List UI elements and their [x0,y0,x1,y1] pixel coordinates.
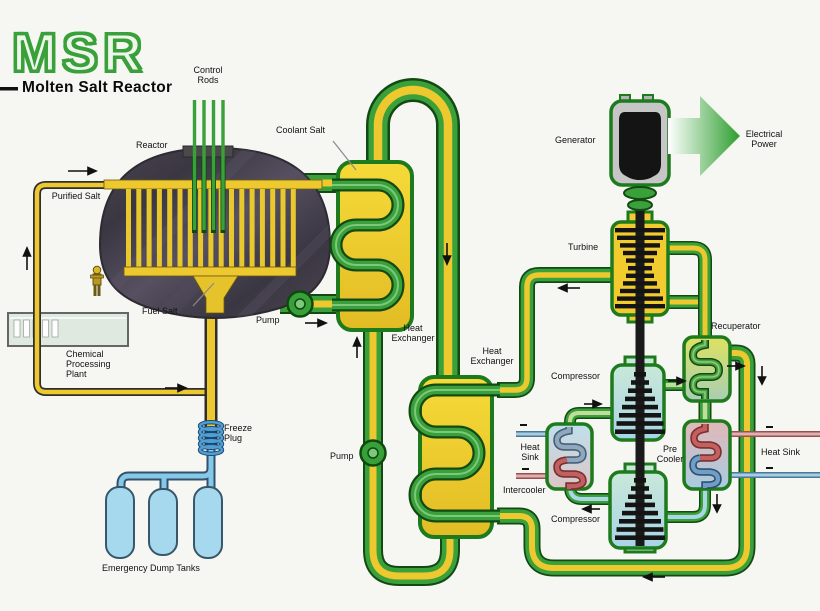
generator-body [609,94,671,187]
gas-return-pipe [497,344,756,577]
primary-pump-icon [286,290,314,318]
label-generator: Generator [555,135,596,145]
heat-exchanger-primary-coil [329,178,405,312]
label-coolant-salt: Coolant Salt [276,125,326,135]
page-title: Molten Salt Reactor [22,79,173,96]
flow-arrows [22,166,773,582]
compressor-low-blades [615,478,665,540]
label-turbine: Turbine [568,242,599,252]
label-reactor: Reactor [136,140,168,150]
scale-person-icon [90,265,104,296]
precooler-compressor-pipe [662,484,711,523]
heat-exchanger-secondary-coil [408,383,500,523]
intercooler-coil [553,427,587,490]
heat-exchanger-secondary-body [418,375,494,539]
control-rods [182,100,234,233]
coolant-salt-arc-pipe [366,78,460,379]
turbine-shaft [635,178,645,546]
purified-salt-pipe [33,181,206,396]
label-recuperator: Recuperator [711,321,761,331]
compressor-high-blades [615,372,665,434]
label-electrical-power: Electrical Power [745,129,783,149]
freeze-plug-coil [197,420,225,457]
intercooler-compressor-pipe [564,407,614,430]
label-heat-exchanger-primary: Heat Exchanger [391,323,435,343]
electrical-power-arrow [668,96,740,176]
label-freeze-plug: Freeze Plug [224,423,253,443]
label-heat-sink-left: Heat Sink [520,442,540,462]
coolant-salt-return-pipe [363,326,460,586]
label-heat-exchanger-secondary: Heat Exchanger [470,346,514,366]
pre-cooler-coil [689,424,722,489]
recuperator-coil [688,340,724,399]
emergency-dump-tanks [105,486,223,559]
shaft-coupling [623,186,657,211]
label-pump-primary: Pump [256,315,280,325]
secondary-pump-icon [359,439,387,467]
turbine-blades [615,228,665,309]
fuel-salt-funnel [192,275,239,314]
label-fuel-salt: Fuel Salt [142,306,178,316]
chemical-processing-plant-building [7,312,129,347]
label-purified-salt: Purified Salt [51,191,101,201]
drain-manifold-pipe [116,444,216,492]
label-compressor-high: Compressor [551,371,601,381]
label-control-rods: Control Rods [193,65,223,85]
label-compressor-low: Compressor [551,514,601,524]
gas-hot-pipe [497,267,613,398]
leader-lines [192,140,357,307]
label-intercooler: Intercooler [503,485,546,495]
label-pre-cooler: Pre Cooler [656,444,684,464]
label-chemical-plant: Chemical Processing Plant [66,349,111,379]
page-title-abbr: MSR [11,23,147,83]
label-heat-sink-right: Heat Sink [761,447,801,457]
precooler-heat-sink-pipes [726,431,820,478]
label-emergency-dump-tanks: Emergency Dump Tanks [102,563,200,573]
title-dash [0,87,18,91]
label-pump-secondary: Pump [330,451,354,461]
